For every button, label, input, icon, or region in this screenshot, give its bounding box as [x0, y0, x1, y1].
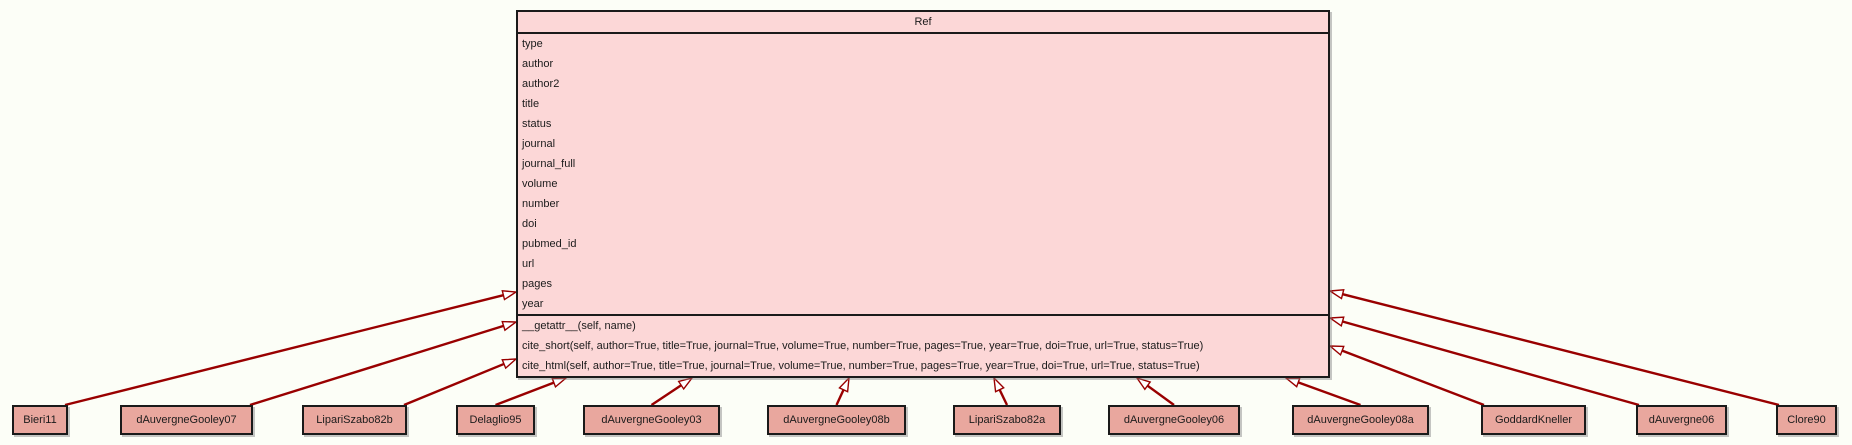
subclass-node: Clore90 [1776, 405, 1837, 435]
inheritance-edge [1297, 381, 1361, 407]
hollow-triangle-arrowhead [1283, 377, 1301, 388]
hollow-triangle-arrowhead [501, 358, 518, 370]
inheritance-edge [998, 389, 1009, 406]
subclass-node: dAuvergneGooley07 [120, 405, 253, 435]
hollow-triangle-arrowhead [501, 290, 519, 301]
subclass-node: dAuvergne06 [1636, 405, 1727, 435]
class-attribute: status [522, 118, 552, 130]
class-box-ref: Ref type author author2 title status journal j… [516, 10, 1330, 378]
class-method: cite_short(self, author=True, title=True… [522, 340, 1204, 352]
subclass-node: LipariSzabo82b [302, 405, 407, 435]
hollow-triangle-arrowhead [1135, 376, 1152, 391]
hollow-triangle-arrowhead [838, 376, 850, 393]
class-method: cite_html(self, author=True, title=True,… [522, 360, 1200, 372]
inheritance-edge [1342, 320, 1640, 407]
hollow-triangle-arrowhead [993, 376, 1005, 393]
hollow-triangle-arrowhead [501, 320, 519, 332]
inheritance-edge [650, 384, 682, 406]
inheritance-edge [1342, 293, 1780, 407]
class-attribute: year [522, 298, 544, 310]
class-attribute: journal_full [522, 158, 576, 170]
hollow-triangle-arrowhead [551, 377, 568, 389]
class-attribute: volume [522, 178, 558, 190]
class-attribute: author2 [522, 78, 560, 90]
subclass-node: LipariSzabo82a [953, 405, 1061, 435]
class-attribute: type [522, 38, 543, 50]
class-attribute: pubmed_id [522, 238, 577, 250]
inheritance-edge [495, 381, 555, 407]
class-attributes-section: type author author2 title status journal journ… [518, 34, 1328, 314]
class-name: Ref [518, 12, 1328, 34]
subclass-node: dAuvergneGooley03 [583, 405, 720, 435]
class-attribute: doi [522, 218, 537, 230]
hollow-triangle-arrowhead [677, 376, 694, 391]
hollow-triangle-arrowhead [1327, 289, 1345, 300]
hollow-triangle-arrowhead [1328, 345, 1345, 357]
subclass-node: dAuvergneGooley08a [1292, 405, 1429, 435]
class-attribute: title [522, 98, 540, 110]
subclass-node: GoddardKneller [1481, 405, 1586, 435]
inheritance-edge [249, 324, 504, 407]
inheritance-edge [835, 389, 845, 406]
inheritance-edge [1146, 384, 1175, 406]
class-attribute: journal [522, 138, 556, 150]
class-method: __getattr__(self, name) [522, 320, 636, 332]
subclass-node: Delaglio95 [456, 405, 535, 435]
subclass-node: Bieri11 [12, 405, 68, 435]
inheritance-edge [403, 362, 505, 407]
class-methods-section: __getattr__(self, name) cite_short(self, … [518, 314, 1328, 376]
class-attribute: url [522, 258, 535, 270]
class-attribute: author [522, 58, 554, 70]
inheritance-edge [64, 293, 504, 407]
inheritance-edge [1341, 349, 1485, 407]
subclass-node: dAuvergneGooley06 [1108, 405, 1240, 435]
subclass-node: dAuvergneGooley08b [767, 405, 906, 435]
class-attribute: pages [522, 278, 552, 290]
hollow-triangle-arrowhead [1327, 316, 1345, 327]
class-attribute: number [522, 198, 560, 210]
